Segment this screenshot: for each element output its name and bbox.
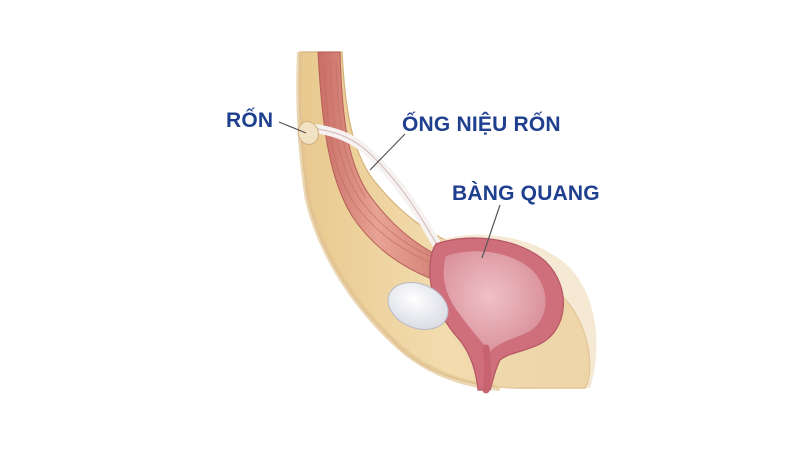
leader-line-urachus [369, 133, 406, 171]
skin-edge [296, 51, 501, 391]
label-urachus: ỐNG NIỆU RỐN [402, 113, 561, 136]
label-bladder: BÀNG QUANG [452, 182, 600, 205]
leader-line-umbilicus [278, 121, 307, 134]
label-umbilicus: RỐN [226, 109, 274, 132]
bladder-lumen [443, 251, 546, 352]
urethra [482, 344, 491, 394]
ovoid-structure [387, 282, 449, 330]
umbilicus-stump [297, 121, 319, 145]
urachus-tube-outline [309, 127, 449, 259]
leader-line-bladder [481, 204, 501, 259]
muscle-fibers [323, 59, 449, 269]
